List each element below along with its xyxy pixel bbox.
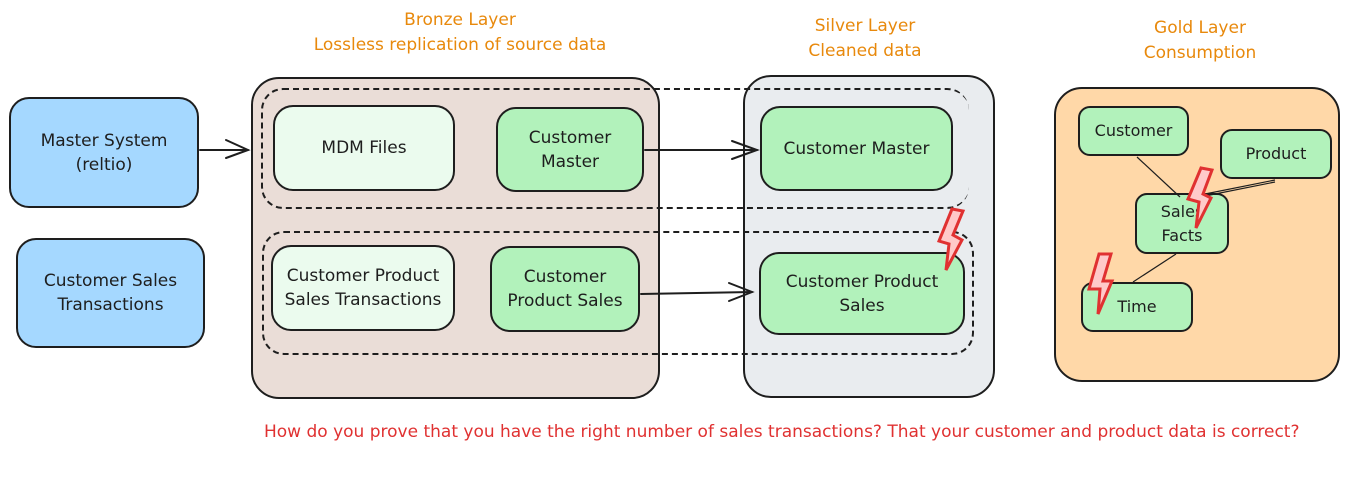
- bronze-node-cps-transactions[interactable]: Customer Product Sales Transactions: [271, 245, 455, 331]
- bronze-customer-master-label: Customer Master: [528, 127, 612, 172]
- silver-customer-master-label: Customer Master: [783, 138, 930, 159]
- bronze-layer-subtitle: Lossless replication of source data: [313, 35, 607, 55]
- bronze-layer-heading: Bronze Layer: [404, 10, 516, 30]
- silver-layer-heading: Silver Layer: [814, 16, 916, 36]
- bronze-layer-title: Bronze Layer Lossless replication of sou…: [250, 8, 670, 58]
- silver-node-customer-master[interactable]: Customer Master: [760, 106, 953, 191]
- gold-node-time[interactable]: Time: [1081, 282, 1193, 332]
- gold-node-sales-facts[interactable]: Sales Facts: [1135, 193, 1229, 254]
- customer-product-sales-pipeline-group: [262, 231, 974, 355]
- gold-time-label: Time: [1117, 297, 1157, 316]
- validation-question: How do you prove that you have the right…: [264, 422, 1300, 442]
- silver-node-customer-product-sales[interactable]: Customer Product Sales: [759, 252, 965, 335]
- silver-layer-title: Silver Layer Cleaned data: [760, 14, 970, 64]
- cps-transactions-label: Customer Product Sales Transactions: [284, 266, 442, 310]
- bronze-node-mdm-files[interactable]: MDM Files: [273, 105, 455, 191]
- silver-layer-subtitle: Cleaned data: [808, 41, 922, 61]
- gold-customer-label: Customer: [1094, 121, 1173, 140]
- arrow-master-system-to-bronze: [199, 139, 251, 159]
- source-customer-sales-label: Customer Sales Transactions: [43, 271, 178, 315]
- gold-layer-heading: Gold Layer: [1154, 18, 1246, 38]
- gold-node-product[interactable]: Product: [1220, 129, 1332, 179]
- source-customer-sales-transactions[interactable]: Customer Sales Transactions: [16, 238, 205, 348]
- source-master-system[interactable]: Master System (reltio): [9, 97, 199, 208]
- gold-layer-subtitle: Consumption: [1143, 43, 1257, 63]
- mdm-files-label: MDM Files: [321, 138, 407, 158]
- gold-layer-title: Gold Layer Consumption: [1100, 16, 1300, 66]
- source-master-system-label: Master System (reltio): [40, 130, 168, 175]
- gold-node-customer[interactable]: Customer: [1078, 106, 1189, 156]
- gold-sales-facts-label: Sales Facts: [1160, 201, 1204, 245]
- bronze-node-customer-master[interactable]: Customer Master: [496, 107, 644, 192]
- silver-customer-product-sales-label: Customer Product Sales: [785, 271, 939, 316]
- customer-master-pipeline-group: [261, 88, 969, 209]
- bronze-customer-product-sales-label: Customer Product Sales: [507, 267, 623, 311]
- gold-product-label: Product: [1245, 144, 1307, 163]
- bronze-node-customer-product-sales[interactable]: Customer Product Sales: [490, 246, 640, 332]
